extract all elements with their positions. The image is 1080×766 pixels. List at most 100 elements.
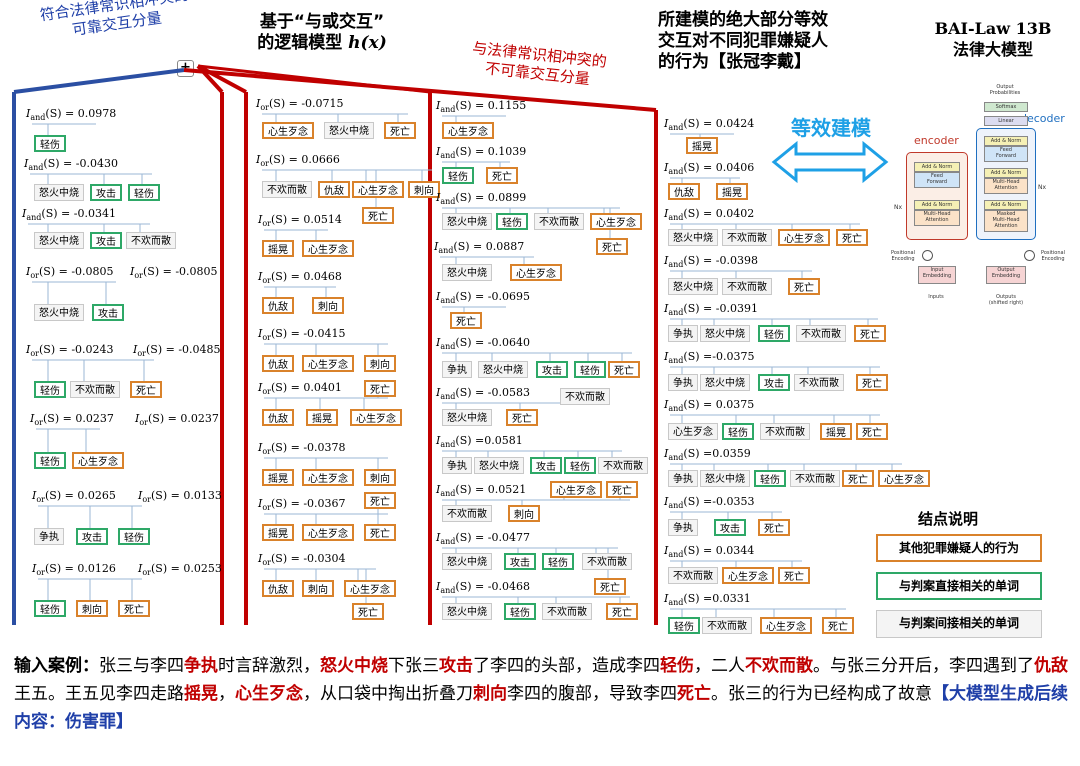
- interaction-value: Ior(S) = 0.0237: [30, 412, 114, 428]
- concept-node: 刺向: [302, 580, 334, 597]
- case-segment: 。与张三分开后，李四遇到了: [813, 656, 1034, 676]
- concept-node: 轻伤: [542, 553, 574, 570]
- case-segment: ，二人: [694, 656, 745, 676]
- concept-node: 不欢而散: [262, 181, 312, 198]
- concept-node: 不欢而散: [560, 388, 610, 405]
- concept-node: 心生歹念: [778, 229, 830, 246]
- concept-node: 轻伤: [574, 361, 606, 378]
- concept-node: 刺向: [364, 355, 396, 372]
- concept-node: 不欢而散: [542, 603, 592, 620]
- case-segment: 摇晃: [184, 684, 218, 704]
- interaction-value: Ior(S) = 0.0401: [258, 381, 342, 397]
- case-segment: 了李四的头部，造成李四: [473, 656, 660, 676]
- model-header-line2-text: 的逻辑模型: [257, 33, 343, 53]
- dec-feed-forward: Feed Forward: [984, 146, 1028, 162]
- concept-node: 不欢而散: [796, 325, 846, 342]
- interaction-value: Ior(S) = 0.0126: [32, 562, 116, 578]
- interaction-value: Iand(S) =0.0581: [436, 434, 523, 450]
- concept-node: 摇晃: [716, 183, 748, 200]
- concept-node: 争执: [668, 519, 698, 536]
- concept-node: 死亡: [778, 567, 810, 584]
- case-segment: 下张三: [388, 656, 439, 676]
- concept-node: 心生歹念: [262, 122, 314, 139]
- concept-node: 怒火中烧: [442, 553, 492, 570]
- case-segment: ，从口袋中掏出折叠刀: [303, 684, 473, 704]
- bai-law-header: BAI-Law 13B 法律大模型: [934, 19, 1052, 59]
- concept-node: 攻击: [758, 374, 790, 391]
- concept-node: 攻击: [92, 304, 124, 321]
- concept-node: 摇晃: [262, 524, 294, 541]
- interaction-value: Iand(S) =-0.0375: [664, 350, 755, 366]
- concept-node: 心生歹念: [442, 122, 494, 139]
- interaction-value: Ior(S) = 0.0265: [32, 489, 116, 505]
- concept-node: 怒火中烧: [34, 304, 84, 321]
- interaction-value: Ior(S) = 0.0468: [258, 270, 342, 286]
- concept-node: 刺向: [508, 505, 540, 522]
- concept-node: 死亡: [788, 278, 820, 295]
- concept-node: 死亡: [758, 519, 790, 536]
- case-segment: 【大模型生成后续内容：伤害罪】: [14, 684, 1068, 732]
- concept-node: 怒火中烧: [700, 470, 750, 487]
- concept-node: 争执: [668, 325, 698, 342]
- interaction-value: Iand(S) = 0.0978: [26, 107, 117, 123]
- interaction-value: Ior(S) = -0.0415: [258, 327, 346, 343]
- interaction-value: Ior(S) = -0.0378: [258, 441, 346, 457]
- concept-node: 不欢而散: [582, 553, 632, 570]
- interaction-value: Iand(S) = -0.0398: [664, 254, 758, 270]
- concept-node: 死亡: [854, 325, 886, 342]
- interaction-value: Ior(S) = 0.0666: [256, 153, 340, 169]
- interaction-value: Iand(S) = -0.0583: [436, 386, 530, 402]
- enc-positional-encoding: Positional Encoding: [891, 250, 915, 262]
- concept-node: 轻伤: [754, 470, 786, 487]
- interaction-value: Ior(S) = 0.0253: [138, 562, 222, 578]
- input-case-text: 输入案例：张三与李四争执时言辞激烈，怒火中烧下张三攻击了李四的头部，造成李四轻伤…: [14, 652, 1070, 736]
- concept-node: 怒火中烧: [324, 122, 374, 139]
- concept-node: 心生歹念: [344, 580, 396, 597]
- dec-positional-encoding: Positional Encoding: [1041, 250, 1065, 262]
- concept-node: 轻伤: [722, 423, 754, 440]
- interaction-value: Iand(S) = 0.0375: [664, 398, 755, 414]
- nx-right: Nx: [1038, 184, 1047, 191]
- concept-node: 仇敌: [262, 580, 294, 597]
- interaction-value: Iand(S) = 0.1155: [436, 99, 527, 115]
- concept-node: 心生歹念: [302, 355, 354, 372]
- interaction-value: Iand(S) = -0.0468: [436, 580, 530, 596]
- dec-masked-mha: Masked Multi-Head Attention: [984, 210, 1028, 232]
- interaction-value: Ior(S) = 0.0237: [135, 412, 219, 428]
- double-arrow-icon: [771, 140, 889, 184]
- concept-node: 怒火中烧: [478, 361, 528, 378]
- case-segment: 争执: [184, 656, 218, 676]
- interaction-value: Iand(S) = 0.0406: [664, 161, 755, 177]
- concept-node: 怒火中烧: [442, 264, 492, 281]
- enc-feed-forward: Feed Forward: [914, 172, 960, 188]
- case-segment: 攻击: [439, 656, 473, 676]
- case-segment: 时言辞激烈，: [218, 656, 320, 676]
- concept-node: 死亡: [822, 617, 854, 634]
- concept-node: 攻击: [714, 519, 746, 536]
- concept-node: 攻击: [90, 232, 122, 249]
- concept-node: 死亡: [364, 380, 396, 397]
- interaction-value: Iand(S) = 0.0424: [664, 117, 755, 133]
- case-segment: 怒火中烧: [320, 656, 388, 676]
- concept-node: 心生歹念: [590, 213, 642, 230]
- concept-node: 仇敌: [318, 181, 350, 198]
- concept-node: 怒火中烧: [442, 213, 492, 230]
- concept-node: 摇晃: [306, 409, 338, 426]
- dec-mha: Multi-Head Attention: [984, 178, 1028, 194]
- legend-item: 与判案直接相关的单词: [876, 572, 1042, 600]
- concept-node: 死亡: [364, 492, 396, 509]
- concept-node: 死亡: [118, 600, 150, 617]
- concept-node: 攻击: [76, 528, 108, 545]
- concept-node: 心生歹念: [510, 264, 562, 281]
- interaction-value: Ior(S) = -0.0485: [133, 343, 221, 359]
- interaction-value: Ior(S) = -0.0367: [258, 497, 346, 513]
- interaction-value: Ior(S) = -0.0805: [26, 265, 114, 281]
- concept-node: 摇晃: [820, 423, 852, 440]
- concept-node: 不欢而散: [760, 423, 810, 440]
- concept-node: 不欢而散: [794, 374, 844, 391]
- case-segment: 轻伤: [660, 656, 694, 676]
- concept-node: 心生歹念: [668, 423, 718, 440]
- interaction-value: Iand(S) = 0.0344: [664, 544, 755, 560]
- outputs-label: Outputs (shifted right): [988, 294, 1024, 306]
- output-embedding: Output Embedding: [986, 266, 1026, 284]
